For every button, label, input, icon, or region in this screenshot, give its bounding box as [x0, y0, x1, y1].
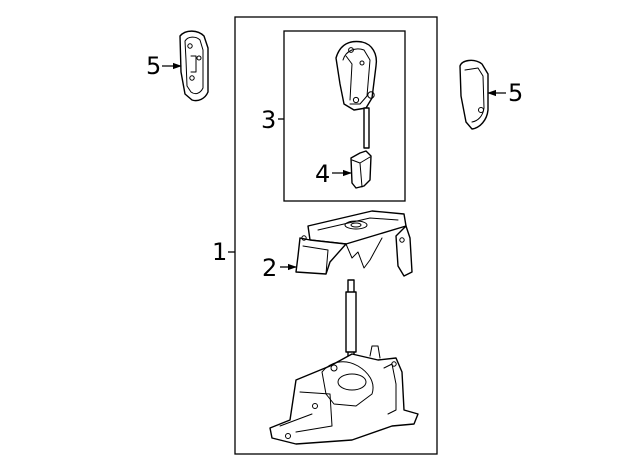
assembly-frame	[234, 16, 438, 455]
shifter-bezel	[295, 210, 413, 277]
callout-5-left: 5	[146, 52, 161, 80]
callout-2: 2	[262, 254, 277, 282]
left-cover-plate	[179, 30, 209, 102]
callout-4: 4	[315, 160, 330, 188]
shift-knob	[335, 40, 378, 149]
callout-3: 3	[261, 106, 276, 134]
knob-clip	[350, 150, 372, 189]
shifter-base	[269, 279, 419, 445]
callout-1: 1	[212, 238, 227, 266]
knob-subassembly-frame	[283, 30, 406, 202]
right-cover-plate	[459, 59, 489, 130]
callout-5-right: 5	[508, 79, 523, 107]
